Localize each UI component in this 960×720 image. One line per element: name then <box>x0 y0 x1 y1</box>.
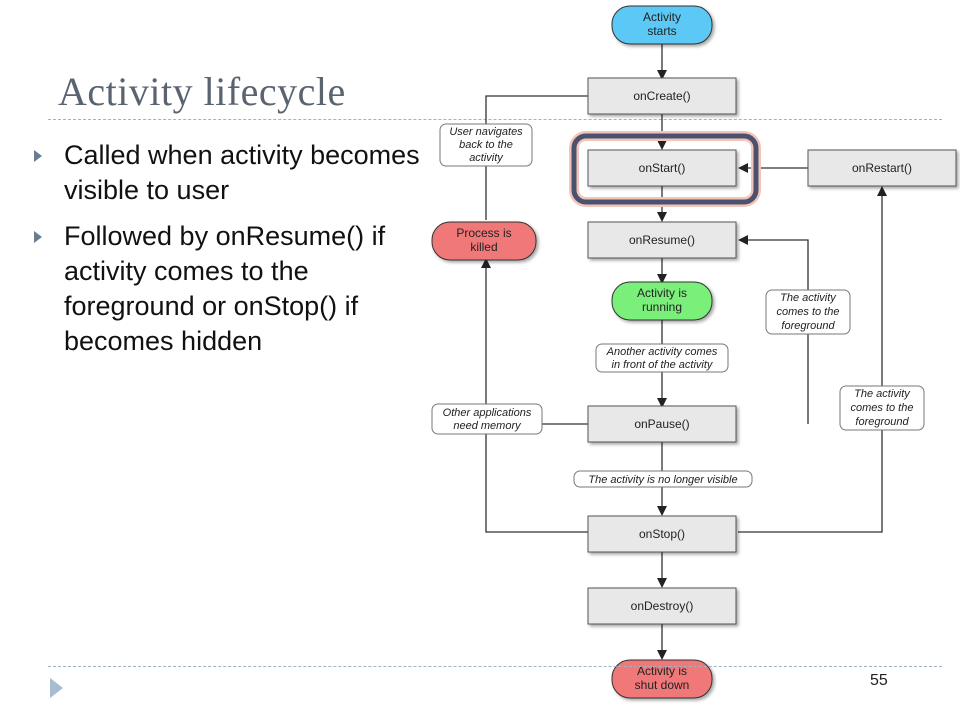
bullet-item: Followed by onResume() if activity comes… <box>34 219 434 359</box>
node-label: starts <box>647 24 676 38</box>
bullet-item: Called when activity becomes visible to … <box>34 138 434 208</box>
page-number: 55 <box>870 672 888 689</box>
note-label: The activity <box>854 388 911 400</box>
node-ondestroy: onDestroy() <box>587 587 737 625</box>
node-label: onPause() <box>634 417 689 431</box>
note-label: comes to the <box>777 306 840 318</box>
node-onstop: onStop() <box>587 515 737 553</box>
title-divider <box>48 119 942 120</box>
node-activity-running: Activity is running <box>611 281 713 321</box>
note-label: comes to the <box>851 402 914 414</box>
note-label: Another activity comes <box>606 346 718 358</box>
node-activity-shut-down: Activity is shut down <box>611 659 713 699</box>
note-another-activity: Another activity comes in front of the a… <box>595 343 729 373</box>
bullet-text: Called when activity becomes visible to … <box>64 140 420 205</box>
note-label: activity <box>469 152 504 164</box>
node-label: onCreate() <box>633 89 690 103</box>
footer-divider <box>48 666 942 667</box>
note-label: foreground <box>855 416 909 428</box>
node-label: shut down <box>635 678 690 692</box>
node-onresume: onResume() <box>587 221 737 259</box>
node-label: Activity is <box>637 286 687 300</box>
note-label: back to the <box>459 139 513 151</box>
node-label: Activity is <box>637 664 687 678</box>
note-label: need memory <box>453 420 522 432</box>
edge-stop-killed <box>481 258 590 533</box>
node-label: onResume() <box>629 233 695 247</box>
node-oncreate: onCreate() <box>587 77 737 115</box>
note-other-applications: Other applications need memory <box>431 403 543 435</box>
node-process-killed: Process is killed <box>431 221 537 261</box>
note-no-longer-visible: The activity is no longer visible <box>573 470 753 488</box>
edge-pause-resume <box>738 235 809 424</box>
note-foreground-2: The activity comes to the foreground <box>839 385 925 431</box>
note-label: The activity is no longer visible <box>588 474 737 486</box>
note-label: in front of the activity <box>612 359 714 371</box>
note-label: foreground <box>781 320 835 332</box>
note-label: Other applications <box>443 407 532 419</box>
node-label: Activity <box>643 10 681 24</box>
highlight-frame <box>571 133 759 205</box>
node-label: onStart() <box>639 161 686 175</box>
node-label: running <box>642 300 682 314</box>
node-onstart: onStart() <box>587 149 737 187</box>
bullet-list: Called when activity becomes visible to … <box>34 138 434 370</box>
note-user-navigates: User navigates back to the activity <box>439 123 533 167</box>
node-label: onDestroy() <box>631 599 694 613</box>
note-label: User navigates <box>449 126 523 138</box>
bullet-arrow-icon <box>34 150 42 162</box>
edge-stop-restart <box>738 186 887 533</box>
node-label: Process is <box>456 226 511 240</box>
note-foreground-1: The activity comes to the foreground <box>765 289 851 335</box>
node-label: killed <box>470 240 497 254</box>
node-onpause: onPause() <box>587 405 737 443</box>
note-label: The activity <box>780 292 837 304</box>
bullet-arrow-icon <box>34 231 42 243</box>
slide-title: Activity lifecycle <box>58 69 346 114</box>
node-onrestart: onRestart() <box>807 149 957 187</box>
node-activity-starts: Activity starts <box>611 5 713 45</box>
node-label: onRestart() <box>852 161 912 175</box>
bullet-text: Followed by onResume() if activity comes… <box>64 221 386 356</box>
node-label: onStop() <box>639 527 685 541</box>
edge-killed-create <box>485 91 618 220</box>
footer-arrow-icon <box>50 678 63 698</box>
